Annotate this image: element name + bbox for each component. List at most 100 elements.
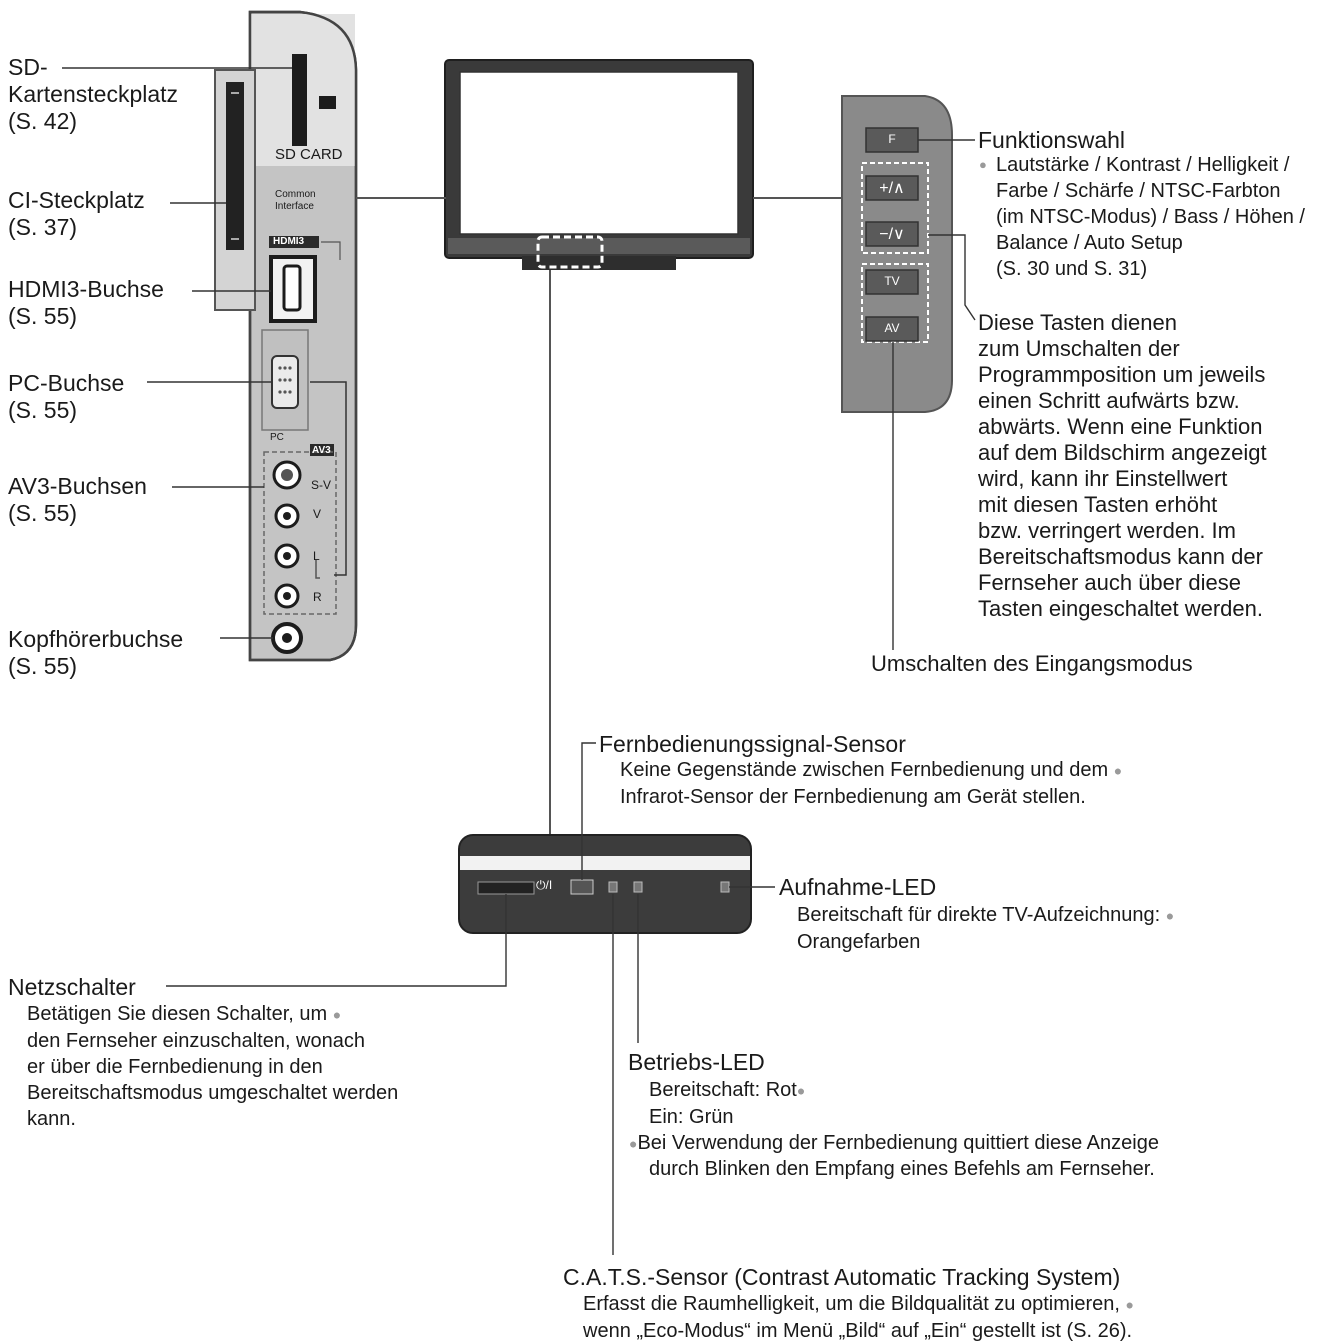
sensor-line: Infrarot-Sensor der Fernbedienung am Ger… <box>620 785 1086 808</box>
button-up[interactable]: +/∧ <box>879 180 905 197</box>
sensor-line-text: Keine Gegenstände zwischen Fernbedienung… <box>620 759 1109 781</box>
av3-title: AV3-Buchsen <box>8 473 147 499</box>
pc-port <box>271 355 299 409</box>
betrieb-line: durch Blinken den Empfang eines Befehls … <box>649 1158 1155 1181</box>
netz-title: Netzschalter <box>8 974 136 1000</box>
callout-sd-slot: SD- Kartensteckplatz (S. 42) <box>8 54 178 135</box>
phones-page: (S. 55) <box>8 653 78 679</box>
funktion-line: (im NTSC-Modus) / Bass / Höhen / <box>996 206 1305 228</box>
label-sd-card: SD CARD <box>275 146 343 163</box>
ci-title: CI-Steckplatz <box>8 187 145 213</box>
tasten-line: Tasten eingeschaltet werden. <box>978 596 1263 621</box>
button-av[interactable]: AV <box>884 321 900 335</box>
tasten-line: mit diesen Tasten erhöht <box>978 492 1218 517</box>
netz-line: er über die Fernbedienung in den <box>27 1055 323 1078</box>
side-connector-panel <box>214 10 358 662</box>
netz-line: kann. <box>27 1107 76 1130</box>
label-pc: PC <box>270 432 284 443</box>
tasten-line: Bereitschaftsmodus kann der <box>978 544 1263 569</box>
remote-sensor <box>570 879 594 895</box>
sd-card-slot <box>292 54 307 146</box>
cats-bullet: ● <box>1125 1296 1134 1313</box>
label-common-interface: Common Interface <box>275 189 316 213</box>
eingang-label: Umschalten des Eingangsmodus <box>871 651 1193 676</box>
betrieb-bullet: ● <box>629 1135 638 1152</box>
sensor-line: Keine Gegenstände zwischen Fernbedienung… <box>620 757 1122 784</box>
callout-av3: AV3-Buchsen (S. 55) <box>8 473 147 527</box>
aufnahme-line-text: Bereitschaft für direkte TV-Aufzeichnung… <box>797 904 1161 926</box>
netz-line: Betätigen Sie diesen Schalter, um ● <box>27 1001 398 1028</box>
funktion-line: Lautstärke / Kontrast / Helligkeit / <box>996 154 1290 176</box>
aufnahme-title: Aufnahme-LED <box>779 874 937 900</box>
betrieb-line-text: Bei Verwendung der Fernbedienung quittie… <box>637 1131 1159 1154</box>
cats-description: Erfasst die Raumhelligkeit, um die Bildq… <box>583 1291 1134 1344</box>
phones-title: Kopfhörerbuchse <box>8 626 184 652</box>
label-r: R <box>313 590 322 604</box>
ci-line-2: Interface <box>275 201 314 212</box>
cats-title: C.A.T.S.-Sensor (Contrast Automatic Trac… <box>563 1264 1121 1290</box>
betrieb-line-text: Bereitschaft: Rot <box>649 1079 797 1101</box>
label-hdmi3: HDMI3 <box>273 236 305 247</box>
funktion-line: Balance / Auto Setup <box>996 232 1183 254</box>
tasten-line: zum Umschalten der <box>978 336 1180 361</box>
tasten-line: bzw. verringert werden. Im <box>978 518 1236 543</box>
label-sv: S-V <box>311 478 332 492</box>
funktion-line: (S. 30 und S. 31) <box>996 258 1148 280</box>
aufnahme-bullet: ● <box>1165 907 1175 924</box>
aufnahme-line: Orangefarben <box>797 930 921 953</box>
label-v: V <box>313 507 322 521</box>
betrieb-bullet: ● <box>796 1082 806 1099</box>
ci-page: (S. 37) <box>8 214 78 240</box>
betrieb-title: Betriebs-LED <box>628 1049 765 1075</box>
button-down[interactable]: −/∨ <box>879 226 905 243</box>
netz-description: Betätigen Sie diesen Schalter, um ● den … <box>27 1001 398 1132</box>
hdmi-title: HDMI3-Buchse <box>8 276 164 302</box>
tv-front <box>444 59 754 270</box>
tasten-line: wird, kann ihr Einstellwert <box>978 466 1228 491</box>
label-l: L <box>313 549 320 563</box>
cats-line-text: Erfasst die Raumhelligkeit, um die Bildq… <box>583 1293 1120 1315</box>
power-switch <box>477 881 535 895</box>
funktion-title: Funktionswahl <box>978 127 1126 153</box>
funktion-description: Lautstärke / Kontrast / Helligkeit / Far… <box>996 152 1305 282</box>
tasten-line: abwärts. Wenn eine Funktion <box>978 414 1263 439</box>
cats-line: Erfasst die Raumhelligkeit, um die Bildq… <box>583 1291 1134 1318</box>
button-f[interactable]: F <box>888 132 896 146</box>
betrieb-description: Bereitschaft: Rot● Ein: Grün ●Bei Verwen… <box>629 1077 1159 1182</box>
tasten-line: Diese Tasten dienen <box>978 310 1177 335</box>
ci-line-1: Common <box>275 189 316 200</box>
tasten-line: einen Schritt aufwärts bzw. <box>978 388 1240 413</box>
av3-page: (S. 55) <box>8 500 78 526</box>
pc-title: PC-Buchse <box>8 370 125 396</box>
button-tv[interactable]: TV <box>884 274 900 288</box>
callout-pc: PC-Buchse (S. 55) <box>8 370 124 424</box>
tasten-line: auf dem Bildschirm angezeigt <box>978 440 1267 465</box>
netz-line-text: Betätigen Sie diesen Schalter, um <box>27 1003 328 1025</box>
betrieb-line: Ein: Grün <box>649 1105 734 1128</box>
callout-headphones: Kopfhörerbuchse (S. 55) <box>8 626 183 680</box>
netz-line: den Fernseher einzuschalten, wonach <box>27 1029 365 1052</box>
sd-title-2: Kartensteckplatz <box>8 81 179 107</box>
sd-title: SD- <box>8 54 48 80</box>
funktion-bullet: ● <box>979 157 987 172</box>
power-symbol: ⏻/I <box>536 878 553 892</box>
funktion-line: Farbe / Schärfe / NTSC-Farbton <box>996 180 1281 202</box>
sd-page: (S. 42) <box>8 108 78 134</box>
tasten-line: Programmposition um jeweils <box>978 362 1266 387</box>
sensor-title: Fernbedienungssignal-Sensor <box>599 731 906 757</box>
label-av3: AV3 <box>312 445 331 456</box>
front-control-bar <box>458 834 752 934</box>
callout-ci-slot: CI-Steckplatz (S. 37) <box>8 187 145 241</box>
netz-line: Bereitschaftsmodus umgeschaltet werden <box>27 1081 399 1104</box>
aufnahme-line: Bereitschaft für direkte TV-Aufzeichnung… <box>797 902 1174 929</box>
callout-hdmi3: HDMI3-Buchse (S. 55) <box>8 276 164 330</box>
sensor-bullet: ● <box>1113 762 1123 779</box>
betrieb-line: ●Bei Verwendung der Fernbedienung quitti… <box>629 1130 1159 1157</box>
tasten-description: Diese Tasten dienen zum Umschalten der P… <box>978 310 1267 622</box>
netz-bullet: ● <box>332 1006 342 1023</box>
tasten-line: Fernseher auch über diese <box>978 570 1241 595</box>
aufnahme-description: Bereitschaft für direkte TV-Aufzeichnung… <box>797 902 1174 955</box>
cats-line: wenn „Eco-Modus“ im Menü „Bild“ auf „Ein… <box>583 1319 1133 1342</box>
pc-page: (S. 55) <box>8 397 78 423</box>
